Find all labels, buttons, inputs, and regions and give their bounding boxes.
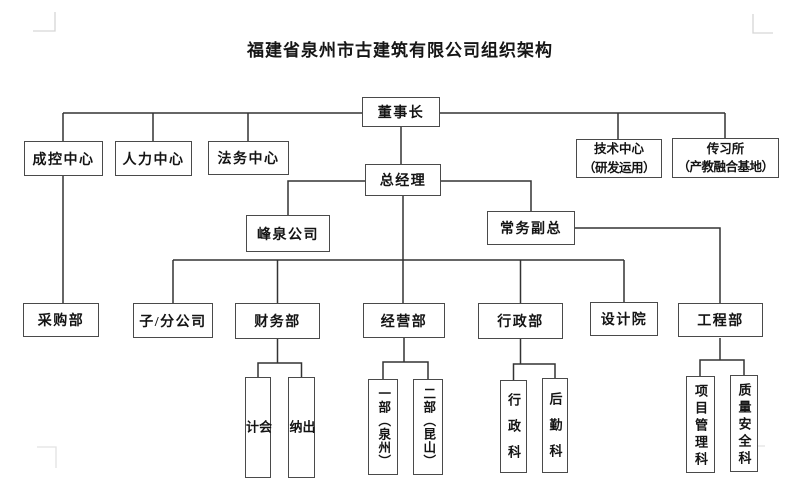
node-accounting: 会计: [244, 377, 272, 478]
node-chairman: 董事长: [362, 97, 440, 127]
node-heritage-institute-line1: 传习所: [706, 141, 745, 156]
node-tech-center-line1: 技术中心: [593, 142, 644, 157]
edge-exec-to-engineering: [575, 227, 721, 304]
node-heritage-institute-line2: （产教融合基地）: [677, 160, 774, 174]
node-admin-section: 行政科: [500, 380, 527, 473]
node-dept2-kunshan: 二部（昆山）: [413, 379, 443, 475]
node-cost-control-center: 成控中心: [24, 141, 103, 176]
edge-engineering-split: [699, 338, 745, 377]
node-quality-safety-section: 质量安全科: [730, 375, 758, 472]
node-business-dept: 经营部: [363, 303, 445, 338]
edge-business-split: [382, 338, 429, 380]
node-heritage-institute: 传习所 （产教融合基地）: [672, 138, 779, 178]
page-title: 福建省泉州市古建筑有限公司组织架构: [247, 41, 553, 60]
edge-gm-to-exec-deputy: [441, 180, 532, 212]
node-tech-center: 技术中心 （研发运用）: [576, 139, 662, 178]
node-subsidiaries: 子/分公司: [133, 303, 213, 338]
page-corner-mark-top-left: [33, 12, 56, 32]
edge-gm-to-fengquan: [287, 180, 365, 216]
node-finance-dept: 财务部: [235, 303, 320, 339]
node-dept1-quanzhou: 一部（泉州）: [368, 379, 398, 475]
node-executive-deputy-gm: 常务副总: [487, 211, 575, 245]
node-design-institute: 设计院: [590, 302, 658, 336]
page-corner-mark-top-right: [752, 14, 773, 34]
node-tech-center-line2: （研发运用）: [582, 160, 656, 175]
node-general-manager: 总经理: [365, 164, 441, 196]
page-corner-mark-bottom-left: [37, 446, 57, 468]
node-engineering-dept: 工程部: [678, 303, 763, 337]
node-hr-center: 人力中心: [115, 141, 192, 176]
edge-finance-split: [257, 338, 303, 378]
node-admin-dept: 行政部: [478, 303, 563, 339]
node-logistics-section: 后勤科: [542, 378, 568, 473]
node-project-mgmt-section: 项目管理科: [686, 376, 715, 473]
node-fengquan-company: 峰泉公司: [246, 215, 330, 252]
node-purchasing-dept: 采购部: [23, 303, 99, 337]
node-legal-center: 法务中心: [208, 141, 289, 175]
node-cashier: 出纳: [288, 377, 316, 478]
edge-admin-split: [512, 338, 556, 380]
